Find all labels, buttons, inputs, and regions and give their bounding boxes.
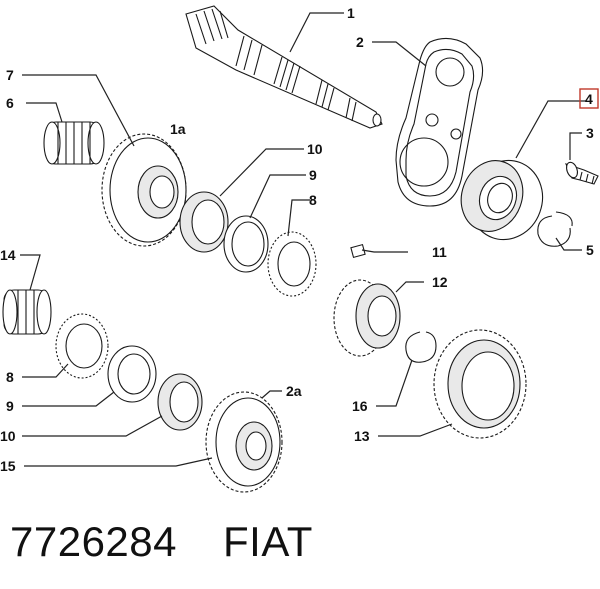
callout-3: 3 [586, 125, 594, 141]
callout-8-lower: 8 [6, 369, 14, 385]
callout-labels: 1 2 3 4 5 6 7 1a 10 9 8 11 12 14 8 9 10 … [0, 5, 599, 474]
part-8-cone-upper [267, 231, 317, 297]
part-6-needle-bearing [43, 121, 105, 165]
part-11-key [350, 243, 366, 259]
callout-12: 12 [432, 274, 448, 290]
callout-11: 11 [432, 244, 447, 260]
leader-lines [20, 12, 586, 467]
part-15-gear-2a [205, 391, 283, 493]
callout-10-upper: 10 [307, 141, 323, 157]
callout-14: 14 [0, 247, 16, 263]
callout-4: 4 [585, 91, 593, 107]
part-10-synchro-ring-upper [179, 191, 229, 253]
part-number: 7726284 [10, 518, 178, 565]
part-10-synchro-ring-lower [157, 373, 203, 431]
callout-10-lower: 10 [0, 428, 16, 444]
brand-name: FIAT [223, 518, 313, 565]
part-3-screw [565, 161, 599, 185]
part-number-caption: 7726284 FIAT [10, 512, 313, 572]
callout-15: 15 [0, 458, 16, 474]
part-13-sliding-sleeve [433, 329, 527, 439]
callout-7: 7 [6, 67, 14, 83]
part-9-ring-upper [223, 215, 269, 273]
part-1-main-shaft [185, 5, 383, 129]
part-5-circlip [537, 211, 573, 247]
part-12-hub [333, 279, 401, 357]
callout-16: 16 [352, 398, 368, 414]
part-8-cone-lower [55, 313, 109, 379]
part-16-circlip [405, 331, 437, 363]
callout-1a: 1a [170, 121, 186, 137]
callout-1: 1 [347, 5, 355, 21]
callout-9-lower: 9 [6, 398, 14, 414]
part-2-bearing-plate [395, 37, 484, 207]
part-7-gear-1a [101, 133, 187, 247]
part-9-ring-lower [107, 345, 157, 403]
callout-4-highlight-box [579, 88, 599, 109]
callout-2: 2 [356, 34, 364, 50]
callout-13: 13 [354, 428, 370, 444]
callout-8-upper: 8 [309, 192, 317, 208]
callout-6: 6 [6, 95, 14, 111]
callout-5: 5 [586, 242, 594, 258]
part-4-bearing [460, 159, 544, 241]
part-14-needle-bearing [2, 289, 52, 335]
callout-2a: 2a [286, 383, 302, 399]
callout-9-upper: 9 [309, 167, 317, 183]
